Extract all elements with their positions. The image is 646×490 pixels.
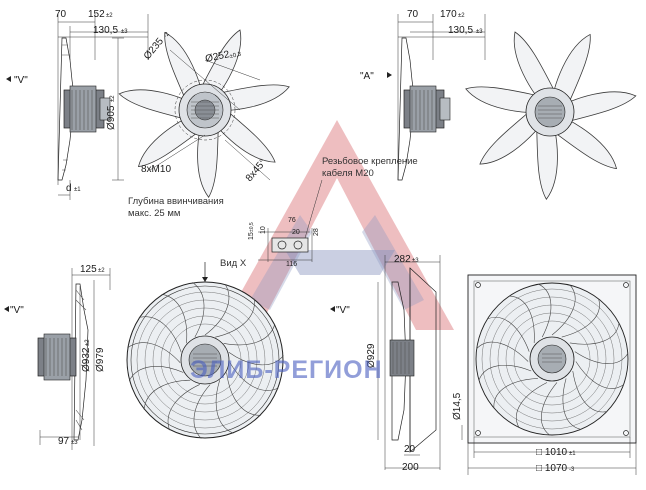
dim-28: 28: [313, 228, 320, 236]
dim-170: 170: [440, 9, 457, 20]
guard-front-view: [126, 281, 284, 439]
dim-152: 152: [88, 9, 105, 20]
dim-m10: 8xM10: [141, 164, 171, 175]
dim-130-b-tol: ±3: [476, 29, 483, 35]
side-view-bottom-left: [37, 268, 111, 450]
arrow-right-icon: [387, 72, 392, 78]
view-a: "A": [360, 71, 374, 82]
cable-note-line1: Резьбовое крепление: [322, 156, 418, 167]
arrow-left-icon: [6, 76, 11, 82]
side-view-bottom-right: [377, 255, 441, 470]
dim-d979: Ø979: [95, 347, 106, 372]
dim-130-a-tol: ±3: [121, 29, 128, 35]
side-view-top-right: [397, 14, 486, 181]
dim-10: 10: [260, 226, 267, 234]
square-front-view: [461, 274, 637, 475]
dim-15-tol: ±0,5: [249, 222, 255, 232]
dim-282-tol: ±3: [412, 258, 419, 264]
impeller-rear-view: [465, 31, 637, 200]
dim-angle: 8x45°: [244, 157, 269, 184]
dim-d14-5: Ø14,5: [452, 392, 463, 420]
dim-d929: Ø929: [366, 343, 377, 368]
view-x-detail: [258, 228, 313, 262]
dim-d252: Ø252: [204, 49, 231, 65]
dim-130-a: 130,5: [93, 25, 118, 36]
dim-152-tol: ±2: [106, 13, 113, 19]
dim-20: 20: [292, 229, 300, 236]
depth-note-line2: макс. 25 мм: [128, 208, 180, 219]
dim-d-tol: ±1: [74, 187, 81, 193]
dim-20-b: 20: [404, 444, 416, 455]
cable-note-line2: кабеля М20: [322, 168, 374, 179]
dim-d932-tol: ±2: [85, 339, 91, 346]
dim-d235: Ø235: [142, 36, 166, 62]
arrow-left-icon-2: [4, 306, 9, 312]
dim-1070-tol: -3: [569, 467, 575, 473]
arrow-left-icon-3: [330, 306, 335, 312]
dim-70-a: 70: [55, 9, 67, 20]
watermark-text: ЭЛИБ-РЕГИОН: [190, 356, 383, 384]
dim-d905-tol: ±2: [110, 95, 116, 102]
dim-125-tol: ±2: [98, 268, 105, 274]
view-x-label: Вид X: [220, 258, 247, 269]
dim-97-tol: ±3: [71, 440, 78, 446]
dim-76: 76: [288, 217, 296, 224]
dim-d235-tol: -2: [163, 31, 171, 39]
dim-1010: □ 1010: [536, 447, 568, 458]
dim-130-b: 130,5: [448, 25, 473, 36]
dim-125: 125: [80, 264, 97, 275]
dim-200: 200: [402, 462, 419, 473]
dim-1070: □ 1070: [536, 463, 568, 474]
view-v-2: "V": [10, 305, 24, 316]
dim-d252-tol: ±0,3: [229, 52, 242, 60]
arrow-down-icon: [202, 262, 208, 282]
dim-d905: Ø905: [106, 105, 117, 130]
dim-97: 97: [58, 436, 70, 447]
side-view-top-left: [57, 14, 149, 200]
view-v-3: "V": [336, 305, 350, 316]
dim-d: d: [66, 183, 72, 194]
impeller-front-view: [118, 29, 290, 198]
dim-282: 282: [394, 254, 411, 265]
dim-70-b: 70: [407, 9, 419, 20]
dim-116: 116: [286, 261, 297, 268]
dim-15: 15: [248, 232, 255, 240]
dim-170-tol: ±2: [458, 13, 465, 19]
view-v-1: "V": [14, 75, 28, 86]
dim-1010-tol: ±1: [569, 451, 576, 457]
dim-d932: Ø932: [81, 347, 92, 372]
depth-note-line1: Глубина ввинчивания: [128, 196, 224, 207]
